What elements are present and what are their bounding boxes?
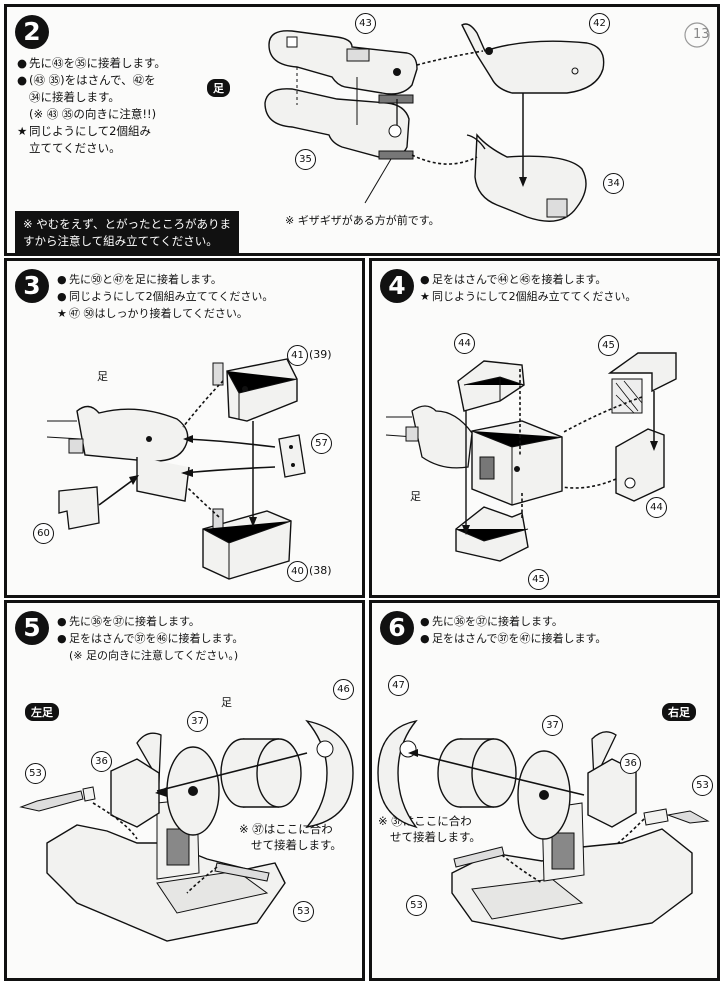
leg-label: 足 bbox=[410, 490, 421, 503]
part-53-label: 53 bbox=[25, 763, 46, 784]
star-icon: ★ bbox=[420, 290, 430, 303]
bullet-icon: ● bbox=[17, 73, 28, 87]
star-icon: ★ bbox=[57, 307, 67, 320]
step4-instructions: ●足をはさんで㊹と㊺を接着します。 ★同じようにして2個組み立ててください。 bbox=[420, 273, 637, 303]
part-39-label: (39) bbox=[309, 348, 332, 361]
part-43-label: 43 bbox=[355, 13, 376, 34]
bullet-icon: ● bbox=[57, 273, 67, 286]
part-36-label: 36 bbox=[91, 751, 112, 772]
part-53-label: 53 bbox=[692, 775, 713, 796]
step6-panel: 6 ●先に㊱を㊲に接着します。 ●足をはさんで㊲を㊼に接着します。 右足 ※ ㊲… bbox=[369, 600, 720, 981]
part-53b-label: 53 bbox=[293, 901, 314, 922]
step2-panel: 2 ●先に㊸を㉟に接着します。 ●(㊸ ㉟)をはさんで、㊷を ㉞に接着します。 … bbox=[4, 4, 720, 256]
part-45-bottom-label: 45 bbox=[528, 569, 549, 590]
step3-panel: 3 ●先に㊿と㊼を足に接着します。 ●同じようにして2個組み立ててください。 ★… bbox=[4, 258, 365, 598]
step6-number: 6 bbox=[380, 611, 414, 645]
part-42-label: 42 bbox=[589, 13, 610, 34]
bullet-icon: ● bbox=[420, 632, 430, 645]
part-41-label: 41 bbox=[287, 345, 308, 366]
part-34-label: 34 bbox=[603, 173, 624, 194]
part-45-top-label: 45 bbox=[598, 335, 619, 356]
step5-instructions: ●先に㊱を㊲に接着します。 ●足をはさんで㊲を㊻に接着します。 (※ 足の向きに… bbox=[57, 615, 244, 662]
bullet-icon: ● bbox=[420, 615, 430, 628]
leg-label: 足 bbox=[97, 370, 108, 383]
step4-panel: 4 ●足をはさんで㊹と㊺を接着します。 ★同じようにして2個組み立ててください。… bbox=[369, 258, 720, 598]
step5-number: 5 bbox=[15, 611, 49, 645]
step4-illustration bbox=[385, 352, 677, 562]
part-38-label: (38) bbox=[309, 564, 332, 577]
part-60-label: 60 bbox=[33, 523, 54, 544]
right-leg-tag: 右足 bbox=[662, 703, 696, 721]
leg-label: 足 bbox=[221, 696, 232, 709]
bullet-icon: ● bbox=[17, 56, 28, 70]
part-44-top-label: 44 bbox=[454, 333, 475, 354]
step3-instructions: ●先に㊿と㊼を足に接着します。 ●同じようにして2個組み立ててください。 ★㊼ … bbox=[57, 273, 274, 320]
step2-number: 2 bbox=[15, 15, 49, 49]
part-47-label: 47 bbox=[388, 675, 409, 696]
front-note: ※ ギザギザがある方が前です。 bbox=[285, 214, 440, 227]
leg-tag: 足 bbox=[207, 79, 230, 97]
step4-number: 4 bbox=[380, 269, 414, 303]
star-icon: ★ bbox=[17, 124, 28, 138]
step5-panel: 5 ●先に㊱を㊲に接着します。 ●足をはさんで㊲を㊻に接着します。 (※ 足の向… bbox=[4, 600, 365, 981]
part-46-label: 46 bbox=[333, 679, 354, 700]
part-35-label: 35 bbox=[295, 149, 316, 170]
caution-box: ※ やむをえず、とがったところがありま すから注意して組み立ててください。 bbox=[15, 211, 239, 253]
part-37-label: 37 bbox=[187, 711, 208, 732]
step5-illustration bbox=[19, 719, 354, 942]
step3-number: 3 bbox=[15, 269, 49, 303]
step6-callout: ※ ㊲はここに合わ せて接着します。 bbox=[378, 814, 481, 844]
part-37-label: 37 bbox=[542, 715, 563, 736]
bullet-icon: ● bbox=[57, 615, 67, 628]
page-number: 13 bbox=[693, 27, 710, 42]
left-leg-tag: 左足 bbox=[25, 703, 59, 721]
part-40-label: 40 bbox=[287, 561, 308, 582]
step3-illustration bbox=[46, 358, 306, 580]
step6-illustration bbox=[377, 719, 710, 940]
bullet-icon: ● bbox=[57, 632, 67, 645]
part-36-label: 36 bbox=[620, 753, 641, 774]
step2-illustration bbox=[264, 22, 710, 222]
part-44-right-label: 44 bbox=[646, 497, 667, 518]
part-57-label: 57 bbox=[311, 433, 332, 454]
step2-instructions: ●先に㊸を㉟に接着します。 ●(㊸ ㉟)をはさんで、㊷を ㉞に接着します。 (※… bbox=[17, 56, 166, 155]
step6-instructions: ●先に㊱を㊲に接着します。 ●足をはさんで㊲を㊼に接着します。 bbox=[420, 615, 607, 645]
bullet-icon: ● bbox=[57, 290, 67, 303]
part-53b-label: 53 bbox=[406, 895, 427, 916]
bullet-icon: ● bbox=[420, 273, 430, 286]
